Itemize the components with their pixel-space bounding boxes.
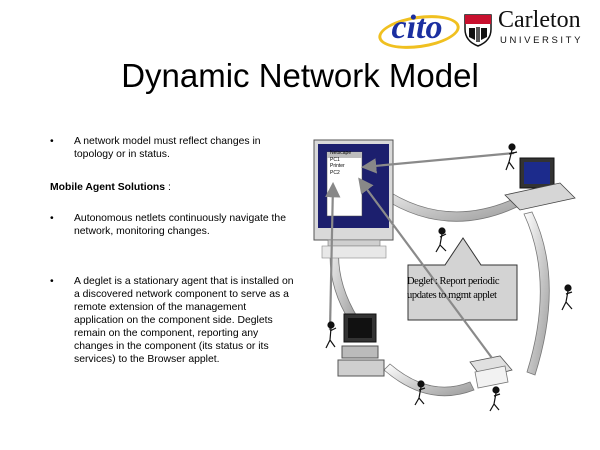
laptop-icon [504,157,576,211]
netlet-agent-figure [489,386,501,412]
bullet-text-deglet: A deglet is a stationary agent that is i… [74,276,294,365]
browser-line: Printer [330,163,345,169]
desktop-pc-icon [337,313,385,377]
printer-icon [469,355,513,389]
cycle-arrow-bottom [383,363,475,397]
subheading-colon: : [165,182,171,193]
browser-line: PC1 [330,156,340,163]
report-arrow-printer [358,177,493,359]
callout-box [407,237,518,321]
university-name: Carleton [498,7,581,33]
ito-logo-text: cito [391,9,443,46]
bullet-marker: • [50,276,54,287]
browser-monitor-icon [313,139,394,259]
report-arrow-laptop [360,151,515,174]
browser-line: PC2 [330,169,340,176]
slide-title: Dynamic Network Model [121,57,479,94]
bullet-marker: • [50,136,54,147]
browser-window-title: Netscape [330,150,352,156]
university-subtitle: UNIVERSITY [500,35,584,46]
bullet-text-network-model: A network model must reflect changes in … [74,136,261,160]
network-diagram [313,139,576,412]
cycle-arrow-right [523,211,550,376]
netlet-agent-figure [505,143,518,171]
carleton-crest-icon [464,14,492,47]
netlet-agent-figure [561,284,573,311]
subheading-text: Mobile Agent Solutions [50,182,166,193]
netlet-agent-figure [325,321,337,349]
browser-window-content: Netscape PC1 Printer PC2 [330,150,364,176]
report-arrow-desktop [325,181,341,331]
deglet-callout-text: Deglet : Report periodic updates to mgmt… [407,276,500,301]
netlet-agent-figure [414,380,426,406]
report-arrows [325,151,515,359]
ito-logo: cito [376,8,462,54]
bullet-marker: • [50,213,54,224]
subheading: Mobile Agent Solutions : [50,181,290,194]
netlet-agent-figure [435,227,447,253]
bullet-text-netlets: Autonomous netlets continuously navigate… [74,213,286,237]
